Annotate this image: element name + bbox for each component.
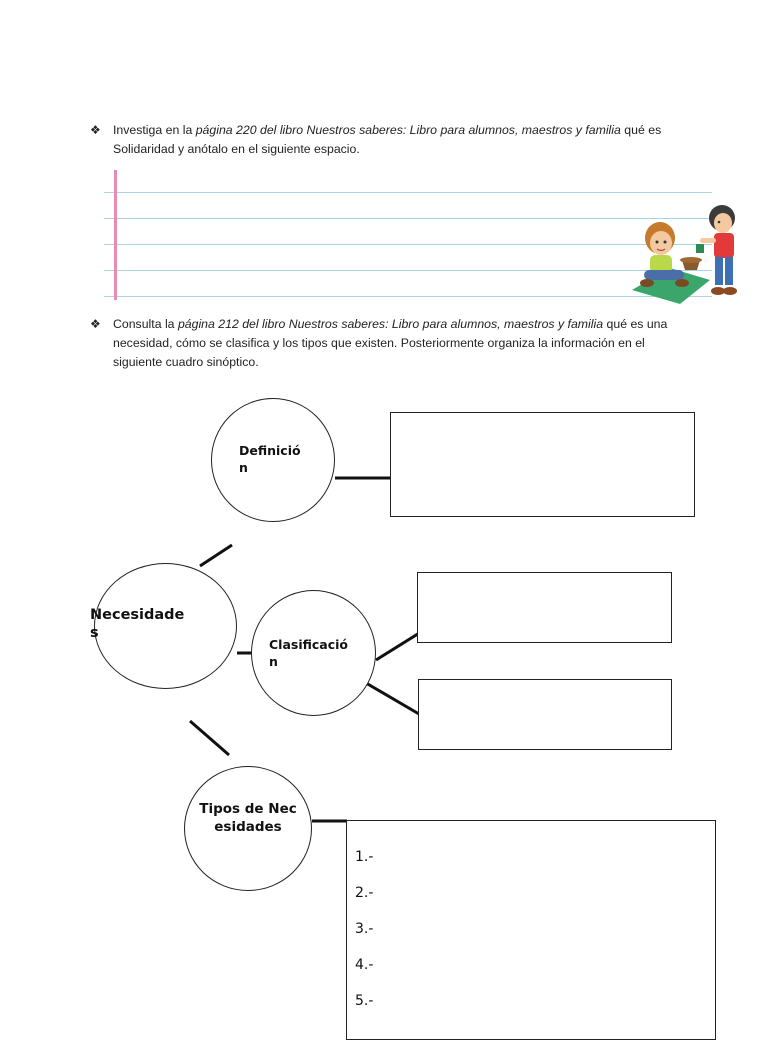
tipos-answer-box[interactable] (346, 820, 716, 1040)
clasificacion-label: Clasificación (269, 636, 353, 670)
tipos-list-item: 3.- (355, 921, 373, 937)
clasificacion-answer-box-2[interactable] (418, 679, 672, 750)
tipos-list-item: 1.- (355, 849, 373, 865)
connector-necesidades-definicion (200, 545, 232, 566)
connector-necesidades-tipos (190, 721, 229, 755)
definicion-answer-box[interactable] (390, 412, 695, 517)
clasificacion-answer-box-1[interactable] (417, 572, 672, 643)
definicion-label: Definición (239, 442, 307, 476)
necesidades-label: Necesidades (90, 606, 192, 642)
tipos-list-item: 2.- (355, 885, 373, 901)
tipos-label: Tipos de Necesidades (196, 800, 300, 836)
tipos-list-item: 4.- (355, 957, 373, 973)
tipos-label-text: Tipos de Necesidades (199, 801, 297, 835)
tipos-list-item: 5.- (355, 993, 373, 1009)
